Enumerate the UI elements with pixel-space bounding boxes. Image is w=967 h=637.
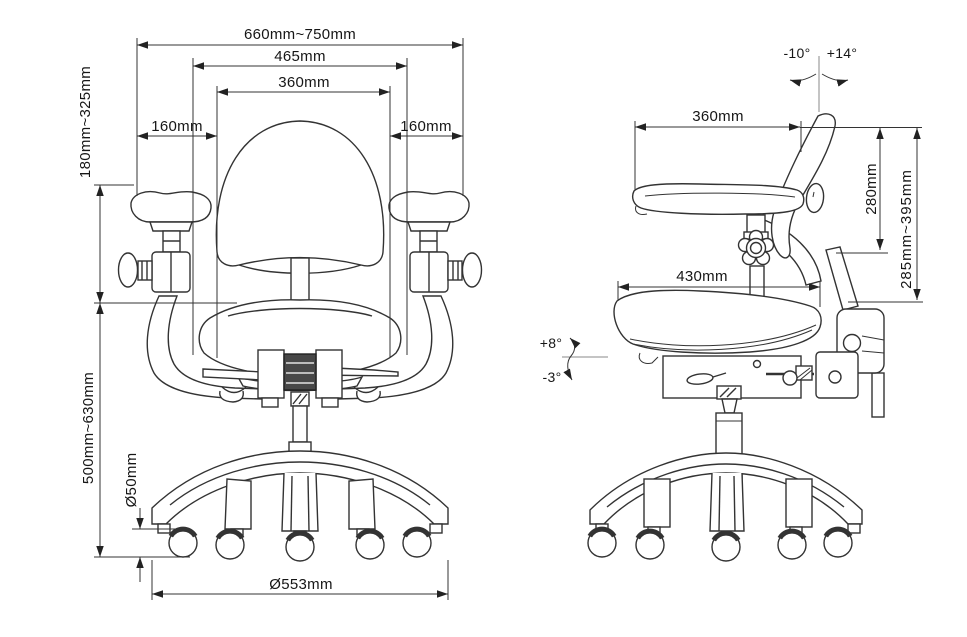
- dim-armrest-pad-left: 160mm: [137, 118, 217, 140]
- seat-tilt-down-label: -3°: [543, 369, 562, 385]
- base-diameter-label: Ø553mm: [269, 576, 333, 593]
- dim-caster-diameter: Ø50mm: [123, 453, 186, 582]
- right-armrest-width-label: 160mm: [400, 118, 452, 135]
- side-seat: [613, 289, 822, 364]
- front-casters: [169, 529, 431, 561]
- left-armrest-width-label: 160mm: [151, 118, 203, 135]
- tilt-back-label: -10°: [783, 45, 810, 61]
- front-base: [151, 450, 449, 539]
- upper-width-label: 465mm: [274, 48, 326, 65]
- front-view: [117, 120, 483, 561]
- star-knob: [737, 229, 775, 266]
- dim-backrest-width: 360mm: [216, 74, 391, 358]
- side-backrest: [770, 113, 836, 259]
- front-backrest: [215, 120, 385, 274]
- dim-armrest-height-range: 180mm~325mm: [77, 66, 237, 304]
- front-dimensions: 660mm~750mm 465mm 360mm 160mm 160mm 18: [77, 26, 464, 600]
- side-base: [589, 452, 863, 536]
- backrest-width-label: 360mm: [278, 74, 330, 91]
- dim-armrest-pad-right: 160mm: [390, 118, 463, 140]
- overall-width-label: 660mm~750mm: [244, 26, 356, 43]
- side-view: [588, 113, 885, 561]
- dim-upper-width: 465mm: [192, 48, 408, 355]
- armrest-height-label: 180mm~325mm: [77, 66, 94, 178]
- tilt-forward-label: +14°: [827, 45, 858, 61]
- dim-base-diameter: Ø553mm: [151, 560, 449, 600]
- seat-height-label: 500mm~630mm: [80, 372, 97, 484]
- side-casters: [588, 529, 852, 561]
- seat-tilt-up-label: +8°: [540, 335, 562, 351]
- side-dimensions: -10° +14° 360mm 280mm 285mm~395mm 430mm: [540, 45, 923, 385]
- side-mechanism: [662, 351, 859, 399]
- backrest-height-range-label: 285mm~395mm: [898, 169, 915, 289]
- dim-backrest-height-range: 285mm~395mm: [848, 128, 923, 303]
- caster-diameter-label: Ø50mm: [123, 453, 140, 508]
- backrest-height-label: 280mm: [863, 163, 880, 215]
- dim-pivot-rotation: -10° +14°: [783, 45, 857, 112]
- dim-seat-height-range: 500mm~630mm: [80, 303, 190, 558]
- dim-armrest-depth: 360mm: [634, 108, 922, 190]
- front-mechanism: [202, 349, 399, 408]
- dim-seat-depth: 430mm: [617, 268, 821, 307]
- dim-backrest-height: 280mm: [836, 128, 888, 254]
- seat-depth-label: 430mm: [676, 268, 728, 285]
- dim-overall-width: 660mm~750mm: [136, 26, 464, 196]
- side-armrest-depth-label: 360mm: [692, 108, 744, 125]
- dim-seat-tilt: +8° -3°: [540, 335, 608, 385]
